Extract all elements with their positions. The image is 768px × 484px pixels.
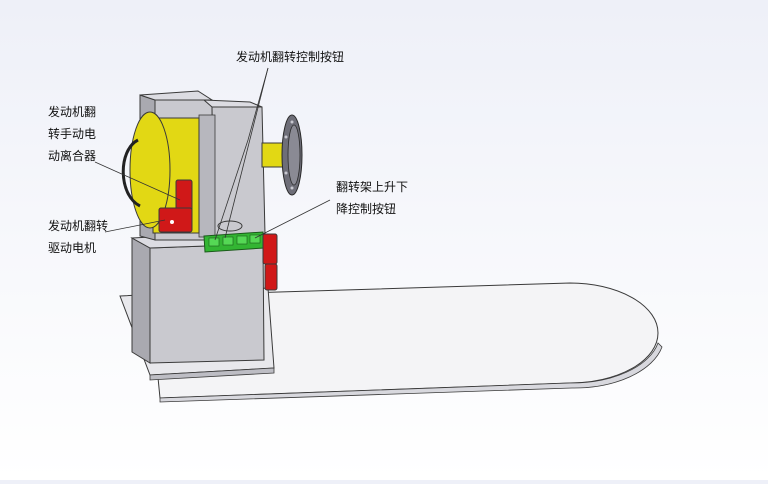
leader-clutch	[94, 161, 181, 201]
pedestal-front	[149, 243, 265, 364]
handwheel-face	[287, 124, 301, 186]
base-plate	[149, 282, 659, 399]
label-drive-motor-line: 驱动电机	[48, 241, 97, 255]
label-lift-button-line: 降控制按钮	[336, 202, 397, 216]
leader-flip-button	[214, 67, 269, 241]
red-drive-motor	[158, 207, 193, 233]
green-buttons	[208, 234, 261, 247]
label-manual-clutch-line: 转手动电	[48, 127, 97, 141]
leader-flip-button-2	[224, 67, 269, 239]
red-lift-button-upper	[262, 233, 278, 265]
housing-plate	[198, 114, 216, 238]
yellow-disc	[129, 111, 171, 229]
label-manual-clutch-line: 动离合器	[48, 149, 97, 163]
label-lift-button: 翻转架上升下 降控制按钮	[336, 176, 408, 220]
label-drive-motor-line: 发动机翻转	[48, 219, 109, 233]
label-drive-motor: 发动机翻转 驱动电机	[48, 215, 108, 259]
label-manual-clutch: 发动机翻 转手动电 动离合器	[48, 101, 96, 167]
leader-drive-motor	[104, 219, 166, 233]
leader-lines	[94, 67, 331, 241]
leader-lift	[254, 199, 331, 239]
right-housing-top	[202, 99, 263, 108]
top-hole	[217, 220, 243, 232]
upper-frame-top	[139, 90, 214, 101]
label-manual-clutch-line: 发动机翻	[48, 105, 97, 119]
base-plate-edge	[159, 342, 663, 403]
red-lift-button-lower	[264, 263, 278, 291]
pedestal-side	[131, 237, 151, 364]
label-lift-button-line: 翻转架上升下	[336, 180, 409, 194]
mount-plate-edge	[149, 367, 275, 381]
handwheel-bolts	[284, 120, 294, 190]
motor-screw	[170, 220, 174, 224]
right-housing-front	[211, 106, 266, 239]
label-engine-flip-button: 发动机翻转控制按钮	[236, 50, 345, 64]
cable-loop	[121, 138, 141, 208]
